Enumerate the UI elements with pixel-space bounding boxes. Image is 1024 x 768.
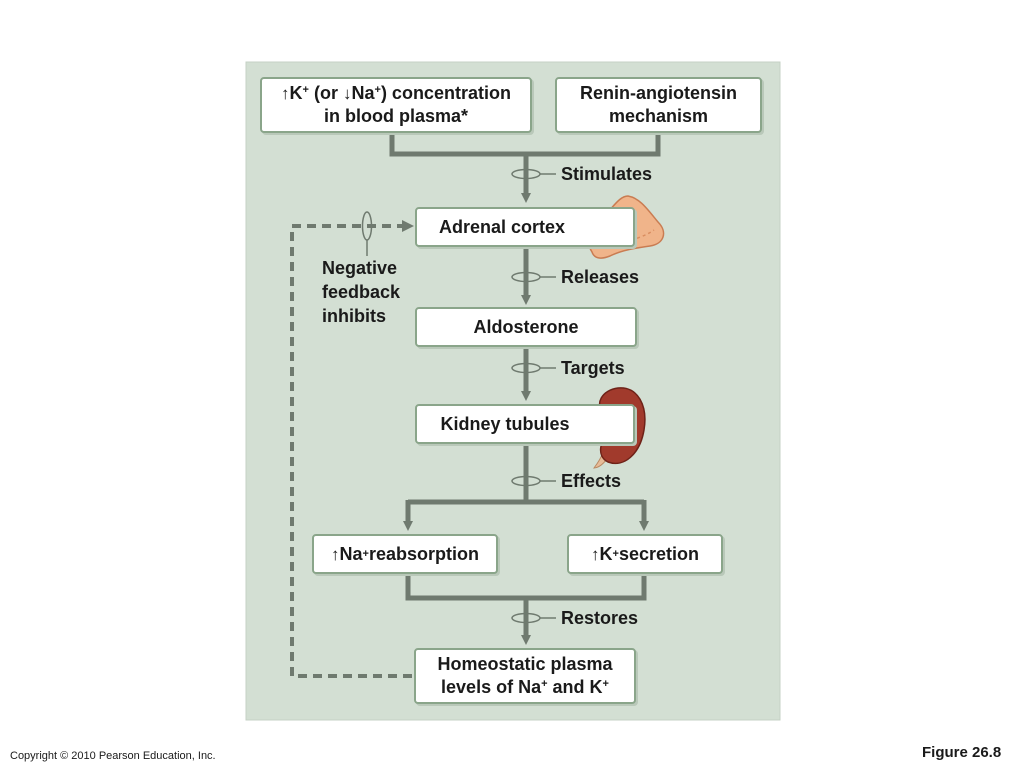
adrenal-cortex-box: Adrenal cortex — [415, 207, 635, 247]
na-reabsorption-box: ↑Na+ reabsorption — [312, 534, 498, 574]
restores-marker — [511, 612, 556, 624]
increase-arrow-icon: ↑ — [331, 544, 340, 564]
increase-arrow-icon: ↑ — [591, 544, 600, 564]
stimulates-label: Stimulates — [561, 164, 653, 184]
renin-line1: Renin-angiotensin — [580, 83, 737, 103]
k-secretion-box: ↑K+ secretion — [567, 534, 723, 574]
aldosterone-box: Aldosterone — [415, 307, 637, 347]
negative-feedback-marker — [361, 211, 373, 256]
releases-marker — [511, 271, 556, 283]
decrease-arrow-icon: ↓ — [342, 84, 352, 103]
homeostatic-levels-box: Homeostatic plasma levels of Na+ and K+ — [414, 648, 636, 704]
targets-label: Targets — [561, 358, 625, 378]
renin-angiotensin-box: Renin-angiotensin mechanism — [555, 77, 762, 133]
restores-label: Restores — [561, 608, 639, 628]
kidney-tubules-box: Kidney tubules — [415, 404, 635, 444]
negative-feedback-label: Negative feedback inhibits — [322, 258, 401, 326]
k-na-concentration-box: ↑K+ (or ↓Na+) concentration in blood pla… — [260, 77, 532, 133]
effects-marker — [511, 475, 556, 487]
k-na-line1: ↑K+ (or ↓Na+) concentration — [281, 83, 511, 103]
figure-number: Figure 26.8 — [922, 744, 1002, 761]
stimulates-marker — [511, 168, 556, 180]
copyright-text: Copyright © 2010 Pearson Education, Inc. — [10, 750, 216, 762]
homeostatic-line2: levels of Na+ and K+ — [441, 677, 609, 697]
negative-feedback-arrowhead — [402, 220, 414, 232]
aldosterone-label: Aldosterone — [473, 316, 579, 337]
increase-arrow-icon: ↑ — [281, 84, 290, 103]
negative-feedback-loop — [290, 224, 412, 678]
adrenal-cortex-label: Adrenal cortex — [438, 216, 566, 237]
releases-label: Releases — [561, 267, 640, 287]
targets-marker — [511, 362, 556, 374]
diagram-panel — [245, 61, 781, 721]
homeostatic-line1: Homeostatic plasma — [437, 654, 613, 674]
kidney-tubules-label: Kidney tubules — [440, 413, 570, 434]
renin-line2: mechanism — [608, 106, 709, 126]
k-na-line2: in blood plasma* — [323, 106, 469, 126]
effects-label: Effects — [561, 471, 622, 491]
